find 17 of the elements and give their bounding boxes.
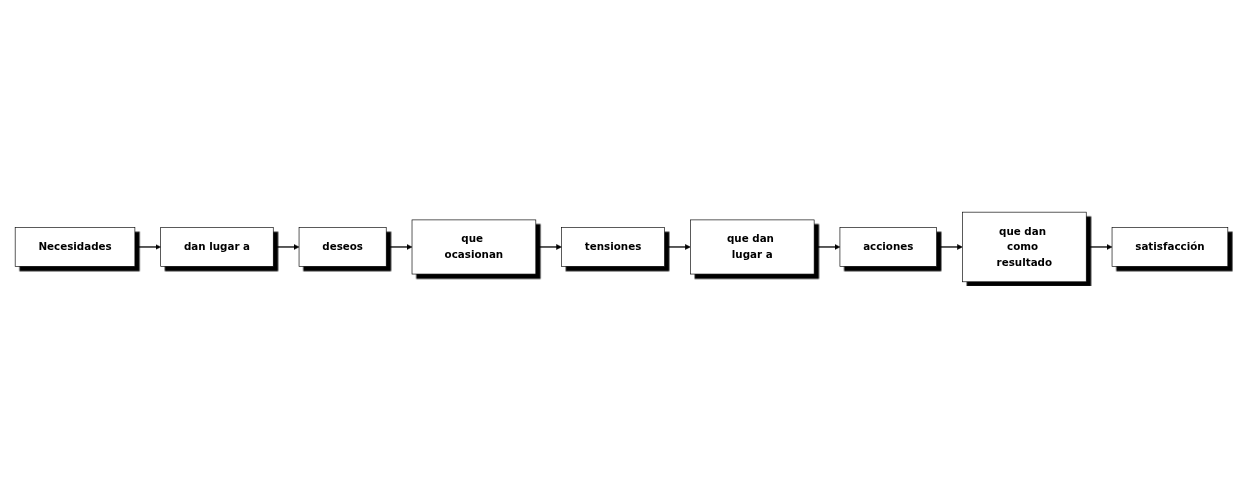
node-box: deseos <box>298 226 387 267</box>
node-box: que ocasionan <box>411 219 537 274</box>
arrow <box>936 243 963 250</box>
arrow <box>535 243 562 250</box>
node-box: Necesidades <box>14 226 136 267</box>
node-box: acciones <box>839 226 937 267</box>
arrow <box>1085 243 1113 250</box>
node-box: tensiones <box>561 226 665 267</box>
node-box: que dan como resultado <box>962 211 1087 282</box>
arrow <box>813 243 841 250</box>
node-box: que dan lugar a <box>690 219 815 274</box>
arrow <box>272 243 300 250</box>
arrow <box>134 243 161 250</box>
arrow <box>663 243 691 250</box>
arrow <box>385 243 413 250</box>
node-box: satisfacción <box>1111 226 1229 267</box>
node-box: dan lugar a <box>160 226 274 267</box>
